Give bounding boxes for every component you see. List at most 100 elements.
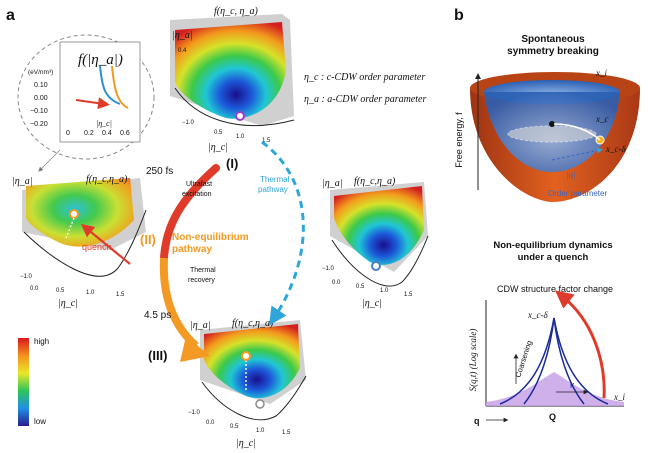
thermal-recovery-line1: Thermal [190,267,216,274]
right-state-marker [371,261,381,271]
x-c-delta: x_c-δ [605,144,626,154]
thermal-recovery-line2: recovery [188,277,215,284]
bottom-func: f(η_c,η_a) [232,318,274,329]
Q-label: Q [549,412,556,422]
colorbar-high: high [34,337,49,346]
thermal-pathway-arrow [261,140,305,326]
pathway-label-line1: Non-equilibrium [172,232,249,243]
legend-c: η_c : c-CDW order parameter [304,72,425,83]
left-ylabel: |η_a| [12,176,32,187]
top-xtick: 1.5 [262,138,271,144]
left-xtick: 1.5 [116,292,125,298]
stage-1: (I) [226,156,238,171]
top-title-line2: symmetry breaking [507,46,599,57]
top-ztick: −1.0 [182,120,195,126]
inset-ytick: −0.10 [30,108,48,115]
top-xtick: 1.0 [236,134,245,140]
colorbar-low: low [34,417,46,426]
sf-title: CDW structure factor change [497,284,613,294]
inset-xlabel: |η_c| [96,119,112,128]
right-func: f(η_c,η_a) [354,176,396,187]
inset-ytick: 0.00 [34,95,48,102]
bottom-title-line2: under a quench [518,252,589,263]
inset-orange-curve [111,65,129,109]
bottom-state-marker-start [241,351,251,361]
right-xtick: 0.0 [332,280,341,286]
bottom-xtick: 1.5 [282,430,291,436]
left-ztick: −1.0 [20,274,33,280]
inset-func: f(|η_a|) [78,52,123,68]
quench-arrow [80,223,131,265]
right-xtick: 1.5 [404,292,413,298]
eta-label: |η| [566,170,575,180]
top-title-line1: Spontaneous [521,34,585,45]
right-ztick: −1.0 [322,266,335,272]
k-label: k [570,380,575,390]
bottom-ztick: −1.0 [188,410,201,416]
left-xlabel: |η_c| [58,298,78,309]
bottom-xlabel: |η_c| [236,438,256,449]
top-ytick: 0.4 [178,48,187,54]
bottom-xtick: 0.0 [206,420,215,426]
order-param: Order parameter [548,189,607,198]
right-xtick: 1.0 [380,288,389,294]
plot-xc-delta: x_c-δ [527,310,548,320]
bottom-title-line1: Non-equilibrium dynamics [493,240,612,251]
left-xtick: 0.5 [56,288,65,294]
inset-unit: (eV/nm³) [28,69,53,76]
inset-pointer [38,149,61,172]
stage-3: (III) [148,348,168,363]
pathway-label-line2: pathway [172,244,212,255]
left-xtick: 1.0 [86,290,95,296]
quench-label: quench [82,242,112,252]
sf-ylabel: S(q,t) (Log scale) [468,329,478,392]
bottom-xtick: 1.0 [256,428,265,434]
plot-xi: x_i [613,392,625,402]
inset-plot: f(|η_a|) (eV/nm³) 0.10 0.00 −0.10 −0.20 … [17,34,155,172]
bottom-state-marker-end [255,399,265,409]
thermal-pathway-line1: Thermal [260,175,290,184]
free-energy-bowl [470,72,640,202]
top-xlabel: |η_c| [208,142,228,153]
surface-bottom: f(η_c,η_a) |η_a| −1.0 0.0 0.5 1.0 1.5 |η… [188,318,307,449]
top-state-marker [235,111,245,121]
right-xtick: 0.5 [356,284,365,290]
left-state-marker [69,209,79,219]
y-axis-free-energy: Free energy, f [454,112,464,168]
inset-blue-curve [99,65,121,105]
thermal-pathway-line2: pathway [258,185,288,194]
surface-top: f(η_c, η_a) |η_a| 0.4 −1.0 0.5 1.0 1.5 |… [170,6,295,153]
structure-factor-plot [485,290,624,423]
top-xtick: 0.5 [214,130,223,136]
inset-ytick: −0.20 [30,121,48,128]
panel-b-label: b [454,7,464,24]
colorbar [18,338,29,426]
orange-arrowhead [180,336,210,362]
right-xlabel: |η_c| [362,298,382,309]
left-func: f(η_c,η_a) [86,174,128,185]
inset-xtick: 0.2 [84,130,94,137]
bottom-ylabel: |η_a| [190,320,210,331]
ultrafast-line1: Ultrafast [186,181,212,188]
stage-2: (II) [140,232,156,247]
q-label: q [474,416,480,426]
x-c: x_c [595,114,609,124]
top-func: f(η_c, η_a) [214,6,258,17]
time-250: 250 fs [146,166,173,177]
surface-right: f(η_c,η_a) |η_a| −1.0 0.0 0.5 1.0 1.5 |η… [322,176,429,309]
inset-ytick: 0.10 [34,82,48,89]
right-ylabel: |η_a| [322,178,342,189]
left-xtick: 0.0 [30,286,39,292]
x-i: x_i [595,68,607,78]
bottom-xtick: 0.5 [230,424,239,430]
ultrafast-line2: excitation [182,191,212,198]
time-45: 4.5 ps [144,310,171,321]
top-ylabel: |η_a| [172,30,192,41]
inset-xtick: 0.6 [120,130,130,137]
inset-xtick: 0 [66,130,70,137]
legend-a: η_a : a-CDW order parameter [304,94,426,105]
surface-left: quench f(η_c,η_a) |η_a| −1.0 0.0 0.5 1.0… [12,174,147,309]
inset-xtick: 0.4 [102,130,112,137]
red-excitation-arrow [160,164,220,262]
coarsening-label: Coarsening [513,339,533,378]
